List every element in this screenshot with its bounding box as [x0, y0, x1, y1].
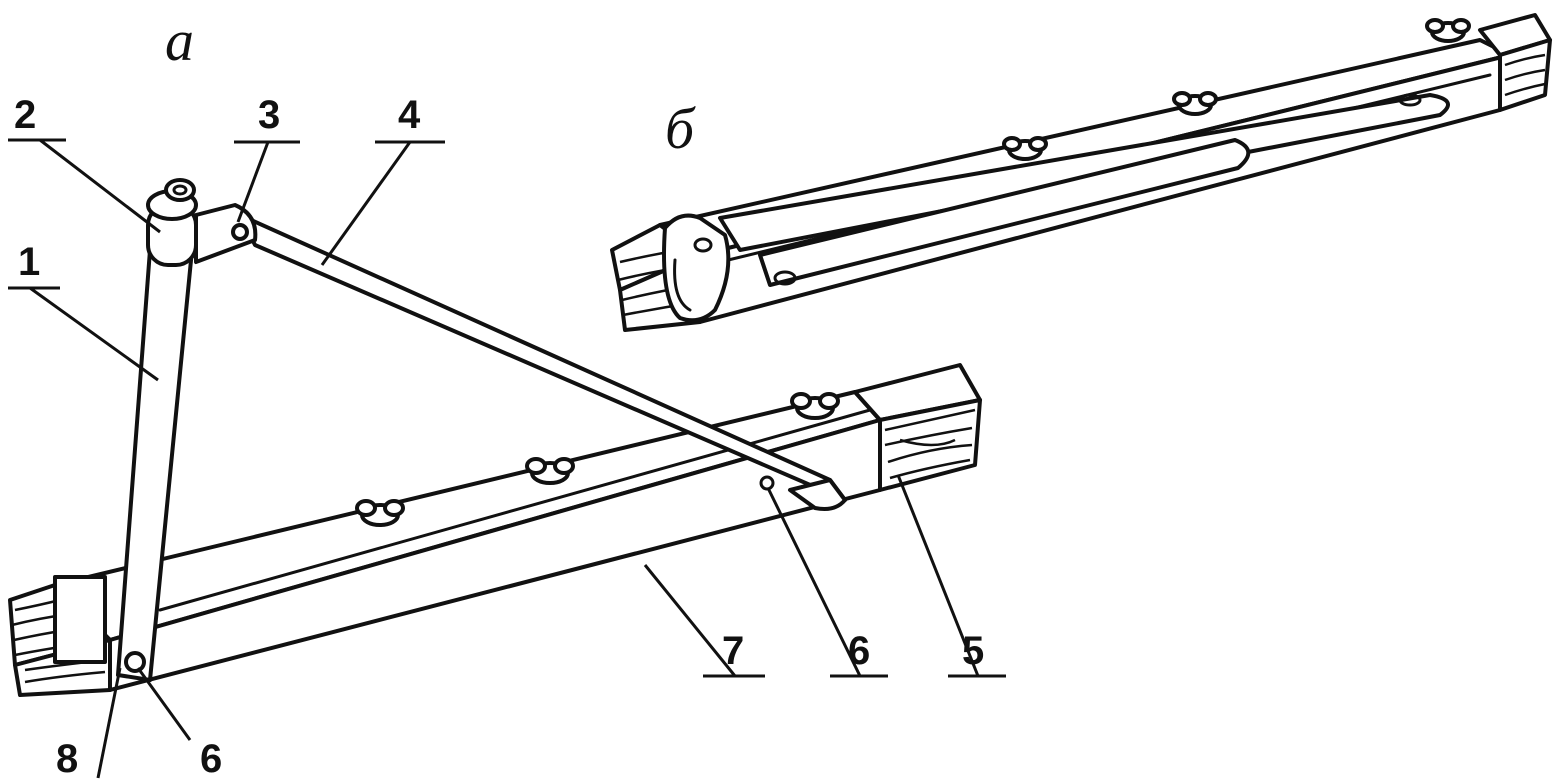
top-joint	[146, 178, 258, 267]
part-label-1: 1	[18, 240, 40, 284]
wing-nut	[790, 392, 840, 420]
part-label-6-right: 6	[848, 629, 870, 673]
assembled-view	[8, 178, 982, 697]
part-label-3: 3	[258, 93, 280, 137]
view-label-b: б	[665, 96, 696, 161]
wing-nut	[355, 499, 405, 527]
part-label-8: 8	[56, 737, 78, 781]
leader-lines	[8, 138, 1006, 779]
part-label-4: 4	[398, 93, 421, 137]
view-label-a: а	[165, 8, 194, 73]
wing-nut	[1172, 91, 1218, 116]
part-label-2: 2	[14, 93, 36, 137]
folded-view	[610, 13, 1552, 332]
wing-nut	[1002, 136, 1048, 161]
part-label-5: 5	[962, 629, 984, 673]
wood-end-left	[8, 575, 112, 697]
wood-end-right	[853, 363, 982, 492]
wing-nut	[525, 457, 575, 485]
part-label-6-left: 6	[200, 737, 222, 781]
main-bar	[53, 390, 882, 692]
wing-nut	[1425, 18, 1471, 43]
part-label-7: 7	[722, 629, 744, 673]
